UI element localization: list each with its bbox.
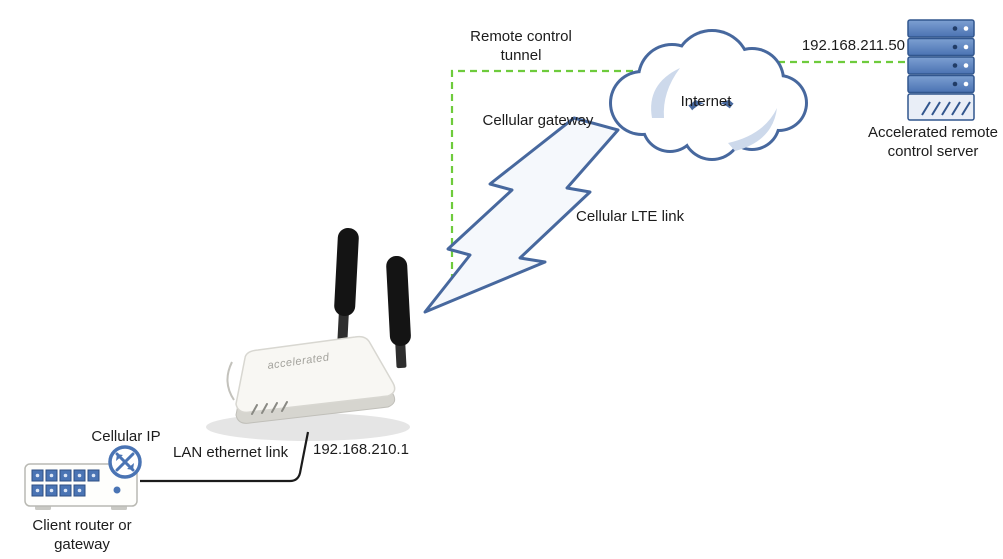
client-switch-icon (24, 445, 142, 510)
router-crossed-arrows-icon (108, 445, 142, 479)
switch-port-dots (35, 473, 96, 493)
server-leds (952, 26, 969, 87)
device-side-shadow (226, 361, 235, 401)
gateway-ip-label: 192.168.210.1 (313, 441, 409, 458)
internet-cloud-icon (609, 29, 808, 161)
cellular-ip-label: Cellular IP (91, 428, 161, 445)
lte-lightning-bolt-icon (423, 116, 620, 314)
cloud-swoosh-right (728, 108, 777, 151)
lan-ethernet-line (140, 431, 310, 483)
server-vents (921, 101, 971, 116)
accelerated-server-label: Accelerated remote control server (867, 124, 999, 161)
device-vents (251, 401, 288, 415)
switch-indicator-led (113, 486, 121, 494)
antenna-left-icon (334, 228, 359, 343)
client-router-label: Client router or gateway (32, 517, 132, 554)
antenna-right-icon (386, 255, 411, 369)
device-top-face (235, 335, 396, 414)
remote-control-tunnel-label: Remote control tunnel (470, 28, 572, 65)
cellular-lte-link-label: Cellular LTE link (576, 208, 685, 225)
remote-tunnel-line-left (450, 69, 645, 293)
lan-ethernet-link-label: LAN ethernet link (173, 444, 289, 461)
server-ip-label: 192.168.211.50 (801, 37, 905, 54)
internet-label: Internet (680, 93, 732, 110)
server-stack-icon (907, 19, 975, 121)
cloud-swoosh-left (651, 68, 680, 118)
cellular-gateway-device-icon: accelerated (206, 228, 411, 441)
cellular-gateway-label: Cellular gateway (482, 112, 594, 129)
